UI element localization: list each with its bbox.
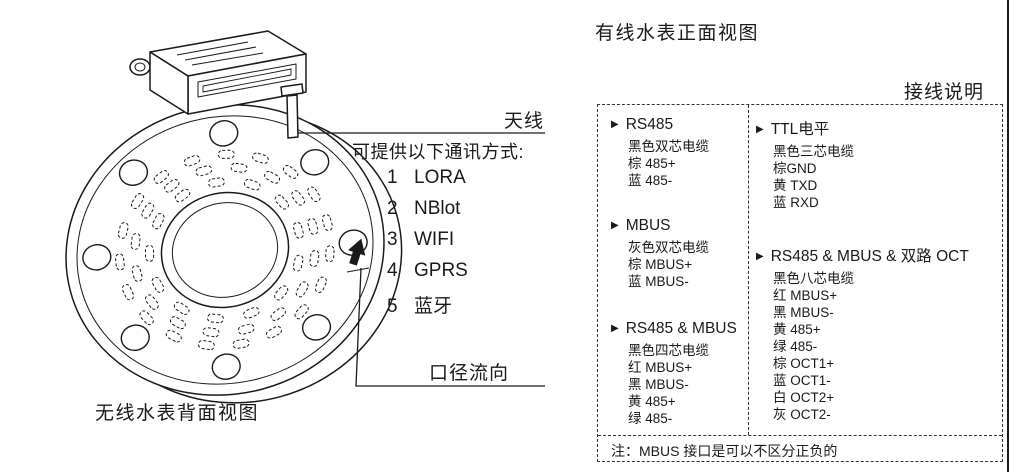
wire-line: 棕GND (773, 161, 817, 176)
bolt-hole (300, 148, 330, 176)
wire-line: 棕 485+ (628, 156, 676, 171)
wire-line: 黑色四芯电缆 (628, 343, 709, 358)
wiring-section-title: RS485 & MBUS & 双路 OCT (770, 248, 969, 265)
wiring-column-right: ▶ TTL电平 黑色三芯电缆 棕GND 黄 TXD 蓝 RXD ▶ RS485 … (756, 120, 1001, 423)
wire-line: 黑色双芯电缆 (628, 139, 709, 154)
wire-line: 黑 MBUS- (773, 305, 834, 320)
antenna-cap (280, 83, 304, 97)
wiring-section-mbus: ▶ MBUS 灰色双芯电缆 棕 MBUS+ 蓝 MBUS- (611, 216, 748, 290)
wire-line: 黑 MBUS- (628, 377, 689, 392)
wiring-section-ttl: ▶ TTL电平 黑色三芯电缆 棕GND 黄 TXD 蓝 RXD (756, 120, 1001, 211)
comm-method-number: 2 (387, 198, 398, 219)
comm-method-name: GPRS (414, 260, 468, 281)
disc-rim-ring (76, 115, 374, 385)
wire-line: 蓝 485- (628, 173, 673, 188)
wire-line: 蓝 RXD (773, 195, 819, 210)
comm-method-number: 5 (387, 296, 398, 317)
wire-line: 白 OCT2+ (773, 390, 835, 405)
center-hole-outer (160, 191, 290, 309)
antenna-label: 天线 (504, 111, 545, 132)
wiring-panel-title: 接线说明 (904, 82, 985, 103)
note-divider-line (598, 435, 1002, 436)
comm-method-name: 蓝牙 (414, 296, 453, 317)
wiring-section-heading: ▶ MBUS (611, 216, 748, 235)
wire-line: 灰色双芯电缆 (628, 240, 709, 255)
comm-method-item: 2 NBlot (387, 198, 468, 220)
comm-method-number: 4 (387, 260, 398, 281)
bolt-hole (82, 244, 112, 271)
comm-method-item: 4 GPRS (387, 260, 468, 282)
comm-intro-label: 可提供以下通讯方式: (352, 142, 525, 162)
comm-method-item: 5 蓝牙 (387, 291, 468, 317)
wire-line: 黑色八芯电缆 (773, 271, 854, 286)
wire-line: 黑色三芯电缆 (773, 144, 854, 159)
flow-direction-label: 口径流向 (429, 363, 510, 384)
wiring-section-heading: ▶ RS485 & MBUS & 双路 OCT (756, 247, 1001, 266)
comm-method-number: 3 (387, 229, 398, 250)
module-top-embossing-line (176, 41, 249, 56)
wire-line: 蓝 MBUS- (628, 274, 689, 289)
wire-line: 灰 OCT2- (773, 407, 831, 422)
module-top-embossing-line (191, 52, 264, 66)
page-border-line (1007, 0, 1009, 472)
comm-methods-list: 1 LORA 2 NBlot 3 WIFI 4 GPRS 5 蓝牙 (387, 167, 468, 322)
wiring-section-rs485: ▶ RS485 黑色双芯电缆 棕 485+ 蓝 485- (611, 115, 748, 189)
triangle-bullet-icon: ▶ (756, 123, 764, 135)
wire-line: 黄 TXD (773, 178, 818, 193)
wiring-section-rs485-mbus-oct: ▶ RS485 & MBUS & 双路 OCT 黑色八芯电缆 红 MBUS+ 黑… (756, 247, 1001, 423)
wire-line: 红 MBUS+ (773, 288, 838, 303)
wiring-panel: ▶ RS485 黑色双芯电缆 棕 485+ 蓝 485- ▶ MBUS 灰色双芯… (597, 104, 1003, 462)
comm-method-number: 1 (387, 167, 398, 188)
bolt-hole (118, 159, 149, 186)
wire-line: 绿 485- (628, 411, 673, 426)
flow-leader-line (355, 267, 545, 387)
triangle-bullet-icon: ▶ (611, 322, 619, 334)
bolt-hole (211, 353, 241, 380)
wire-line: 黄 485+ (628, 394, 676, 409)
wire-line: 绿 485- (773, 339, 818, 354)
wiring-section-heading: ▶ RS485 (611, 115, 748, 134)
wire-line: 棕 OCT1+ (773, 356, 835, 371)
wiring-section-title: TTL电平 (770, 121, 830, 138)
meter-back-view-caption: 无线水表背面视图 (95, 403, 260, 424)
comm-method-name: LORA (414, 167, 466, 188)
bolt-hole (120, 324, 150, 352)
triangle-bullet-icon: ▶ (611, 118, 619, 130)
module-top-embossing-line (184, 46, 257, 61)
wiring-section-heading: ▶ TTL电平 (756, 120, 1001, 139)
flow-arrow (348, 238, 366, 266)
mbus-note: 注：MBUS 接口是可以不区分正负的 (611, 443, 838, 459)
column-divider-line (748, 105, 749, 435)
antenna-stub (286, 94, 299, 139)
bolt-hole (301, 314, 332, 341)
wiring-section-title: MBUS (625, 217, 671, 234)
triangle-bullet-icon: ▶ (611, 219, 619, 231)
wiring-column-left: ▶ RS485 黑色双芯电缆 棕 485+ 蓝 485- ▶ MBUS 灰色双芯… (611, 115, 748, 427)
wiring-section-title: RS485 & MBUS (625, 320, 737, 337)
wire-line: 黄 485+ (773, 322, 821, 337)
display-window-inner (202, 68, 292, 93)
cable-gland-inner (134, 62, 146, 72)
comm-method-name: WIFI (414, 229, 455, 250)
wire-line: 棕 MBUS+ (628, 257, 693, 272)
disc-holes-group (82, 120, 368, 380)
module-box-side (149, 51, 189, 115)
comm-method-name: NBlot (414, 198, 461, 219)
wiring-section-heading: ▶ RS485 & MBUS (611, 319, 748, 338)
center-hole-inner (171, 202, 279, 298)
triangle-bullet-icon: ▶ (756, 250, 764, 262)
comm-method-item: 3 WIFI (387, 229, 468, 251)
wire-line: 红 MBUS+ (628, 360, 693, 375)
wiring-section-rs485-mbus: ▶ RS485 & MBUS 黑色四芯电缆 红 MBUS+ 黑 MBUS- 黄 … (611, 319, 748, 427)
wire-line: 蓝 OCT1- (773, 373, 831, 388)
front-view-title: 有线水表正面视图 (595, 23, 760, 44)
comm-method-item: 1 LORA (387, 167, 468, 189)
wiring-section-title: RS485 (625, 116, 674, 133)
water-meter-drawing (65, 30, 545, 404)
bolt-hole (209, 120, 239, 147)
flow-marking-line (346, 267, 370, 273)
